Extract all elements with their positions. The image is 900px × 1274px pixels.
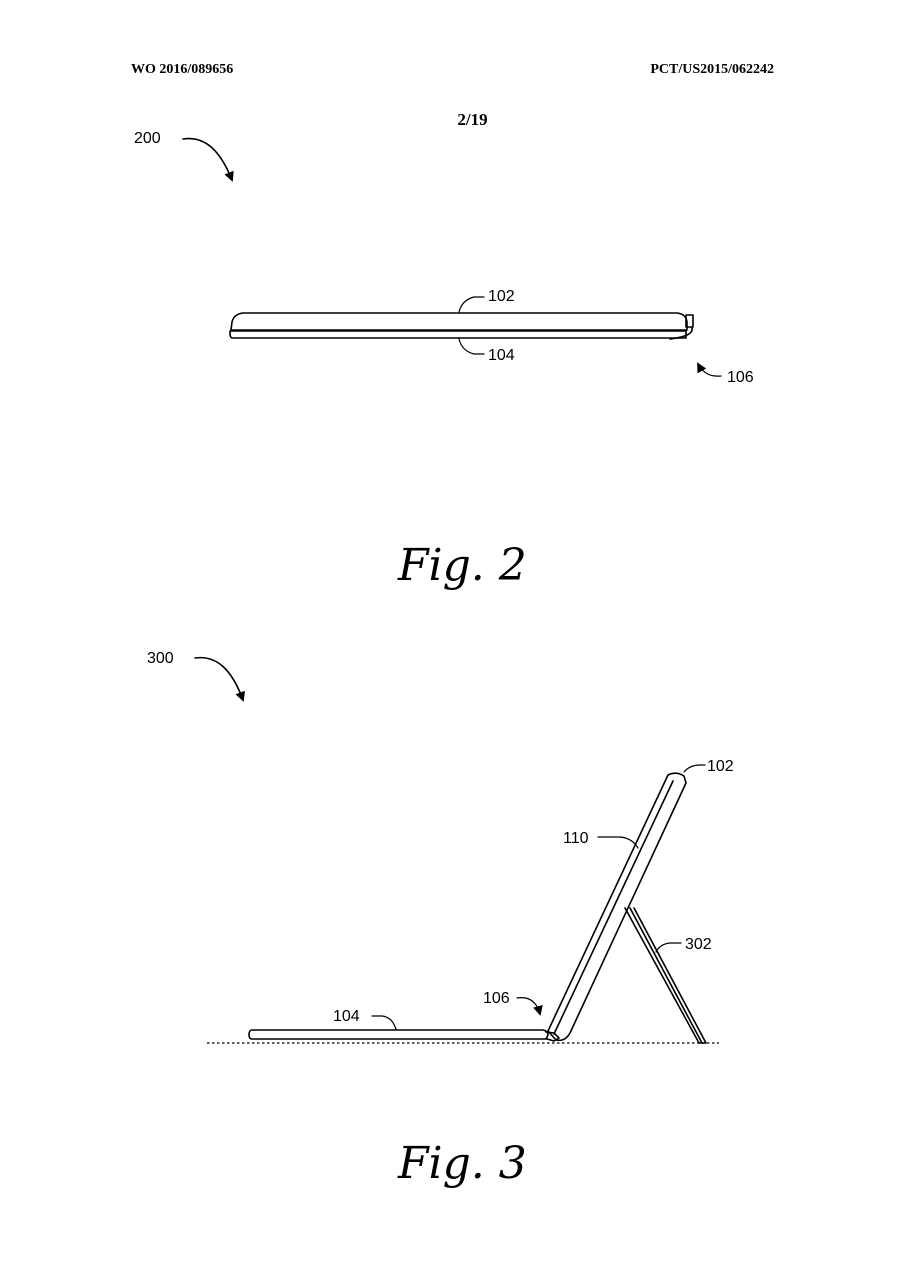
- ref-302: 302: [685, 936, 712, 953]
- ref-104: 104: [488, 347, 515, 364]
- fig-3-caption: Fig. 3: [397, 1138, 527, 1189]
- fig-2-caption: Fig. 2: [397, 540, 527, 591]
- ref-106-fig3: 106: [483, 990, 510, 1007]
- ref-102-leader: [458, 296, 485, 313]
- ref-110-leader: [597, 836, 639, 849]
- ref-200: 200: [134, 130, 161, 147]
- ref-300: 300: [147, 650, 174, 667]
- device-lower-part: [229, 330, 687, 339]
- ref-110: 110: [563, 830, 589, 847]
- ref-102-leader-fig3: [683, 764, 706, 773]
- hinge: [545, 1031, 560, 1042]
- ref-104-leader: [458, 338, 485, 355]
- ref-104-leader-fig3: [371, 1015, 397, 1030]
- publication-number: WO 2016/089656: [131, 62, 234, 77]
- sheet-number: 2/19: [457, 110, 488, 129]
- device-hinge-curve: [669, 327, 693, 340]
- ref-302-leader: [655, 942, 682, 953]
- ref-106-arrow-fig3: [516, 997, 543, 1016]
- figure-2: 200 102 104 106 Fig. 2: [134, 130, 754, 591]
- keyboard-base: [248, 1029, 549, 1040]
- application-number: PCT/US2015/062242: [650, 62, 774, 77]
- ref-102: 102: [488, 288, 515, 305]
- ref-104-fig3: 104: [333, 1008, 360, 1025]
- ref-200-arrow: [182, 137, 234, 182]
- figure-3: 300 102 110 302 106 104 Fig. 3: [147, 650, 734, 1189]
- device-connector: [685, 314, 694, 328]
- ref-300-arrow: [194, 656, 245, 702]
- ref-106: 106: [727, 369, 754, 386]
- device-upper-part: [230, 312, 688, 331]
- ref-106-arrow: [697, 362, 722, 377]
- kickstand-edge: [629, 907, 703, 1044]
- ref-102-fig3: 102: [707, 758, 734, 775]
- tablet-display: [547, 772, 687, 1042]
- tablet-front-edge: [553, 780, 674, 1035]
